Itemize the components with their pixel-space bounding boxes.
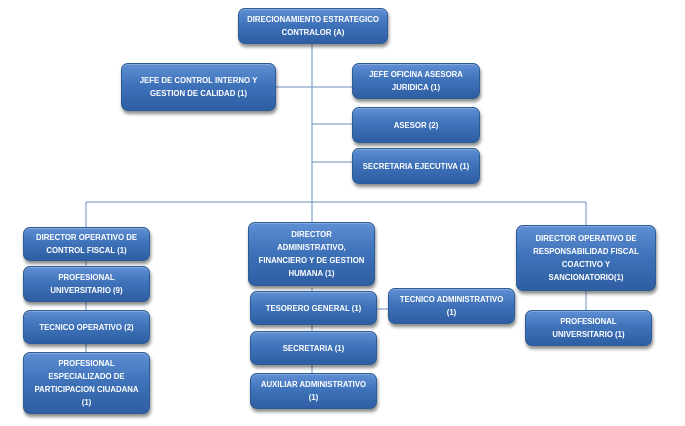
tecnico-operativo-box: TECNICO OPERATIVO (2) (23, 310, 150, 344)
director-control-fiscal-box: DIRECTOR OPERATIVO DE CONTROL FISCAL (1) (23, 227, 150, 261)
asesor-box: ASESOR (2) (352, 107, 480, 143)
director-administrativo-box: DIRECTOR ADMINISTRATIVO, FINANCIERO Y DE… (248, 222, 375, 286)
tesorero-general-box: TESORERO GENERAL (1) (250, 291, 377, 325)
secretaria-ejecutiva-box: SECRETARIA EJECUTIVA (1) (352, 148, 480, 184)
tecnico-administrativo-box: TECNICO ADMINISTRATIVO (1) (388, 288, 515, 324)
jefe-control-interno-box: JEFE DE CONTROL INTERNO Y GESTION DE CAL… (121, 63, 276, 111)
secretaria-box: SECRETARIA (1) (250, 331, 377, 365)
profesional-universitario-1-box: PROFESIONAL UNIVERSITARIO (1) (525, 310, 652, 346)
director-responsabilidad-fiscal-box: DIRECTOR OPERATIVO DE RESPONSABILIDAD FI… (516, 225, 656, 291)
profesional-especializado-box: PROFESIONAL ESPECIALIZADO DE PARTICIPACI… (23, 352, 150, 414)
profesional-universitario-9-box: PROFESIONAL UNIVERSITARIO (9) (23, 266, 150, 302)
jefe-oficina-juridica-box: JEFE OFICINA ASESORA JURIDICA (1) (352, 63, 480, 99)
contralor-box: DIRECIONAMIENTO ESTRATEGICO CONTRALOR (A… (238, 8, 388, 44)
auxiliar-administrativo-box: AUXILIAR ADMINISTRATIVO (1) (250, 373, 377, 409)
